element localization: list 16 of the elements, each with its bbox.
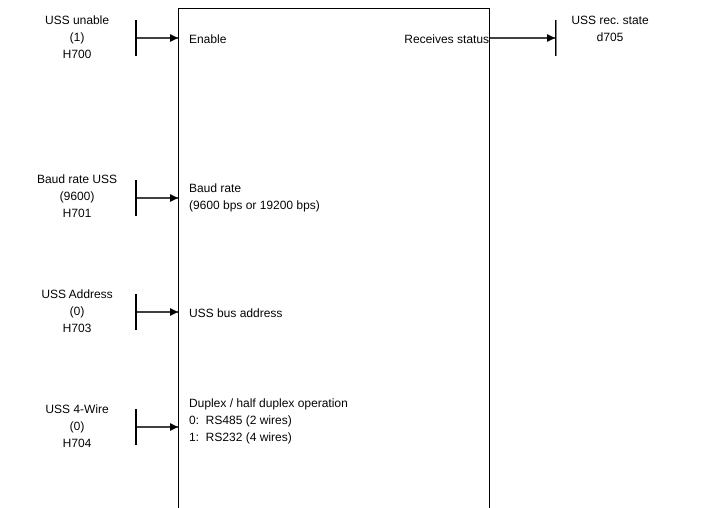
port-label: Duplex / half duplex operation 0: RS485 (2 wires) 1: RS232 (4 wires) bbox=[181, 395, 381, 449]
signal-arrow bbox=[135, 294, 178, 330]
port-label: Receives status bbox=[369, 31, 489, 48]
parameter-label: USS rec. state d705 bbox=[560, 12, 660, 48]
signal-arrow bbox=[135, 20, 178, 56]
parameter-label: USS Address (0) H703 bbox=[18, 286, 136, 340]
port-label: USS bus address bbox=[181, 305, 301, 322]
port-label: Enable bbox=[181, 31, 261, 48]
parameter-label: Baud rate USS (9600) H701 bbox=[18, 171, 136, 225]
parameter-label: USS 4-Wire (0) H704 bbox=[18, 401, 136, 455]
signal-arrow bbox=[490, 20, 556, 56]
function-block bbox=[178, 8, 490, 508]
parameter-label: USS unable (1) H700 bbox=[18, 12, 136, 66]
signal-arrow bbox=[135, 180, 178, 216]
port-label: Baud rate (9600 bps or 19200 bps) bbox=[181, 180, 401, 216]
signal-arrow bbox=[135, 409, 178, 445]
